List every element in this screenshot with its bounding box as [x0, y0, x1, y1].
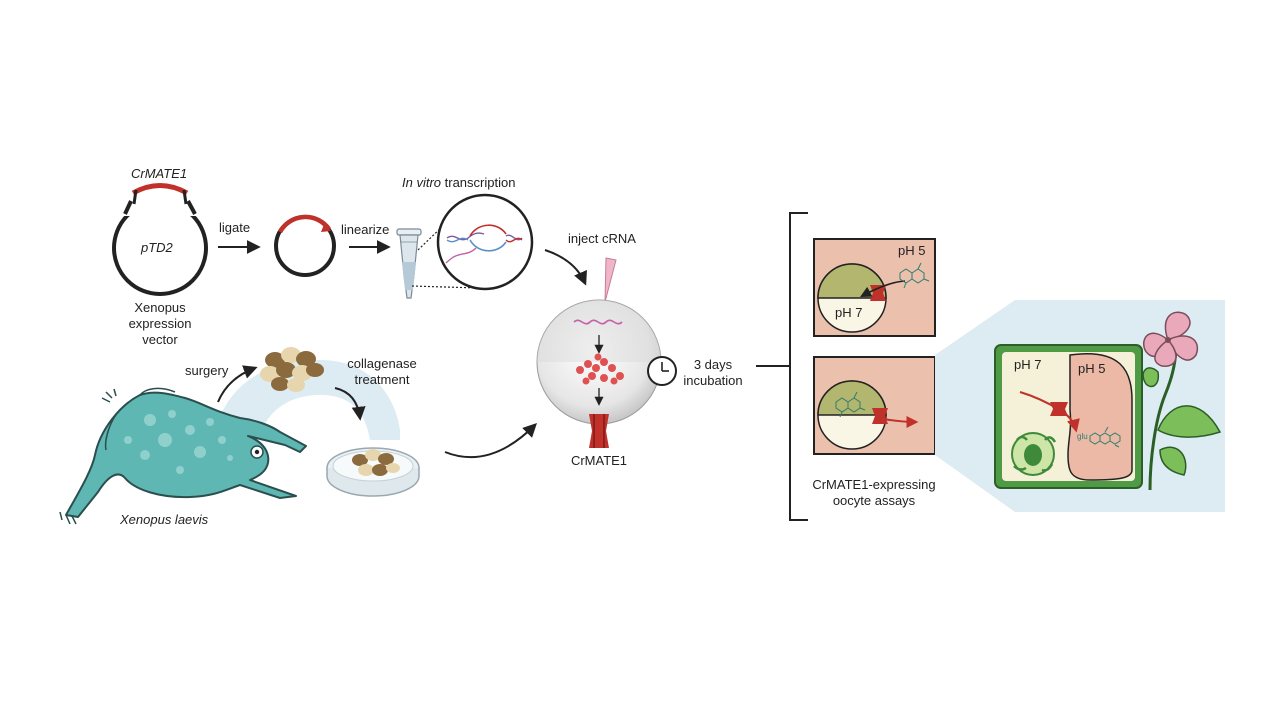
plasmid-name-label: pTD2 — [141, 240, 173, 255]
glu-label: glu — [1077, 432, 1088, 441]
crmate1-transporter-icon — [589, 414, 609, 448]
oocyte-clump — [260, 347, 324, 392]
oocyte — [536, 299, 662, 425]
ph7-top-panel-label: pH 7 — [835, 305, 863, 320]
linearize-label: linearize — [341, 222, 390, 237]
vector-label: Xenopus expression vector — [120, 300, 200, 348]
incubation-line-1: 3 days — [693, 357, 733, 372]
collagenase-arrow — [334, 387, 366, 421]
zoom-line-bottom — [411, 285, 479, 289]
frog-species-label: Xenopus laevis — [120, 512, 209, 527]
petri-dish — [326, 447, 420, 497]
surgery-arrow — [217, 365, 258, 403]
assay-panel-efflux — [813, 356, 936, 455]
assays-label: CrMATE1-expressing oocyte assays — [800, 477, 948, 509]
inject-arrow — [544, 249, 587, 286]
transporter-label: CrMATE1 — [570, 453, 628, 468]
incubation-label: 3 days incubation — [680, 357, 746, 389]
xenopus-frog — [59, 387, 307, 525]
plasmid-vector — [112, 183, 208, 296]
transcription-zoom-circle — [436, 193, 534, 291]
assays-line-1: CrMATE1-expressing — [812, 477, 936, 492]
ligated-plasmid — [274, 214, 336, 277]
assays-line-2: oocyte assays — [832, 493, 916, 508]
clock-icon — [647, 356, 677, 386]
collagenase-line-1: collagenase — [347, 356, 417, 371]
collagenase-line-2: treatment — [354, 372, 410, 387]
assay-bracket — [789, 212, 808, 521]
vector-label-line-3: vector — [142, 332, 178, 347]
incubation-line-2: incubation — [683, 373, 743, 388]
ph5-top-panel-label: pH 5 — [898, 243, 926, 258]
collagenase-label: collagenase treatment — [342, 356, 422, 388]
in-vitro-transcription-label: In vitro transcription — [402, 175, 515, 191]
in-vitro-text: In vitro — [402, 175, 442, 190]
periwinkle-plant — [1142, 311, 1222, 491]
gene-insert-label: CrMATE1 — [131, 166, 188, 181]
vector-label-line-2: expression — [128, 316, 192, 331]
dish-to-oocyte-arrow — [444, 423, 537, 459]
ph7-cytoplasm-label: pH 7 — [1014, 357, 1042, 372]
reaction-tube — [396, 228, 422, 299]
ph5-vacuole-label: pH 5 — [1078, 361, 1106, 376]
plant-cell — [994, 344, 1143, 489]
oocyte-prep-band — [215, 360, 400, 440]
transcription-text: transcription — [441, 175, 516, 190]
inject-crna-label: inject cRNA — [568, 231, 636, 246]
surgery-label: surgery — [185, 363, 229, 378]
ligate-label: ligate — [219, 220, 251, 235]
vector-label-line-1: Xenopus — [134, 300, 186, 315]
injection-needle — [604, 257, 617, 303]
assay-panel-uptake — [813, 238, 936, 337]
